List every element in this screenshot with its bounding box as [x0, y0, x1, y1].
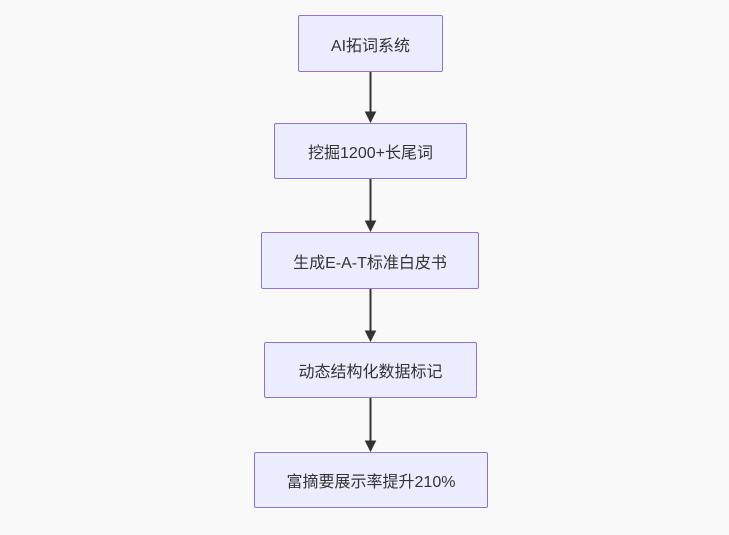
- node-label: 富摘要展示率提升210%: [286, 474, 456, 491]
- node-label: 生成E-A-T标准白皮书: [293, 254, 447, 272]
- flowchart-node-rich-snippet-rate-increase: 富摘要展示率提升210%: [254, 452, 488, 508]
- flowchart-node-generate-eat-whitepaper: 生成E-A-T标准白皮书: [261, 232, 479, 289]
- flowchart-node-mine-longtail-keywords: 挖掘1200+长尾词: [274, 123, 467, 179]
- flowchart-node-ai-word-expansion-system: AI拓词系统: [298, 15, 443, 72]
- flowchart-node-dynamic-structured-data-markup: 动态结构化数据标记: [264, 342, 477, 398]
- node-label: 挖掘1200+长尾词: [308, 145, 433, 162]
- edge-arrow: [364, 289, 377, 343]
- node-label: AI拓词系统: [330, 37, 411, 55]
- edge-arrow: [364, 72, 377, 124]
- edge-arrow: [364, 179, 377, 233]
- node-label: 动态结构化数据标记: [298, 364, 443, 381]
- edge-arrow: [364, 398, 377, 453]
